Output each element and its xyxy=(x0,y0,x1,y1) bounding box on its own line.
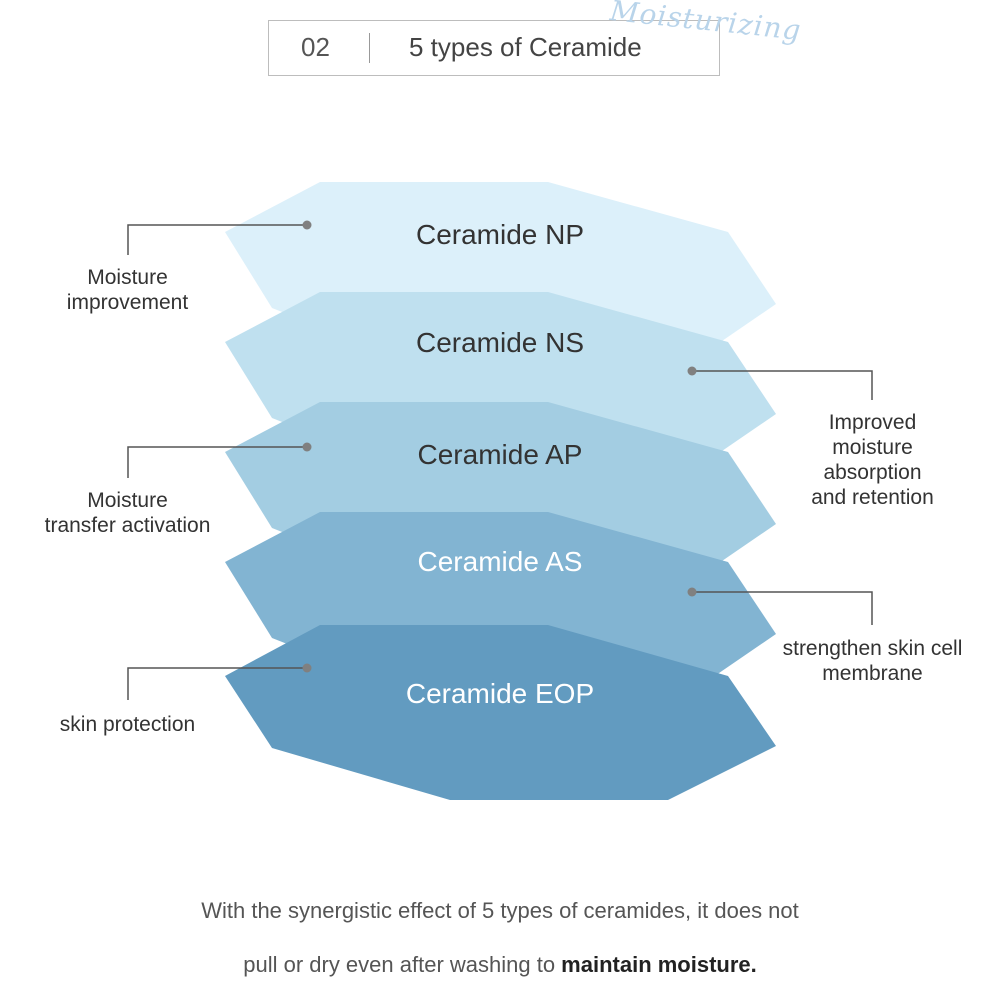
connector-dot xyxy=(302,220,312,230)
connector-moisture-transfer xyxy=(127,446,307,478)
caption-highlight: maintain moisture. xyxy=(561,952,757,977)
ceramide-layer-5 xyxy=(225,625,776,800)
connector-dot xyxy=(687,587,697,597)
ceramide-layer-label: Ceramide AS xyxy=(418,546,583,577)
ceramide-layer-label: Ceramide NP xyxy=(416,219,584,250)
caption-line-2-text: pull or dry even after washing to xyxy=(243,952,562,977)
connector-cell-membrane xyxy=(692,591,873,625)
section-header: 02 5 types of Ceramide xyxy=(268,20,720,76)
connector-absorption-retention xyxy=(692,370,873,400)
ceramide-layer-label: Ceramide NS xyxy=(416,327,584,358)
ceramide-layer-label: Ceramide EOP xyxy=(406,678,594,709)
connector-dot xyxy=(302,663,312,673)
section-number: 02 xyxy=(301,32,330,62)
section-title: 5 types of Ceramide xyxy=(409,32,642,62)
connector-skin-protection xyxy=(127,667,307,700)
ceramide-layer-label: Ceramide AP xyxy=(418,439,583,470)
caption-line-2: pull or dry even after washing to mainta… xyxy=(0,952,1000,978)
connector-dot xyxy=(687,366,697,376)
connector-dot xyxy=(302,442,312,452)
annotation-skin-protection: skin protection xyxy=(59,713,196,736)
caption-line-1: With the synergistic effect of 5 types o… xyxy=(201,898,799,923)
header-divider xyxy=(369,33,370,63)
connector-moisture-improvement xyxy=(127,224,307,255)
